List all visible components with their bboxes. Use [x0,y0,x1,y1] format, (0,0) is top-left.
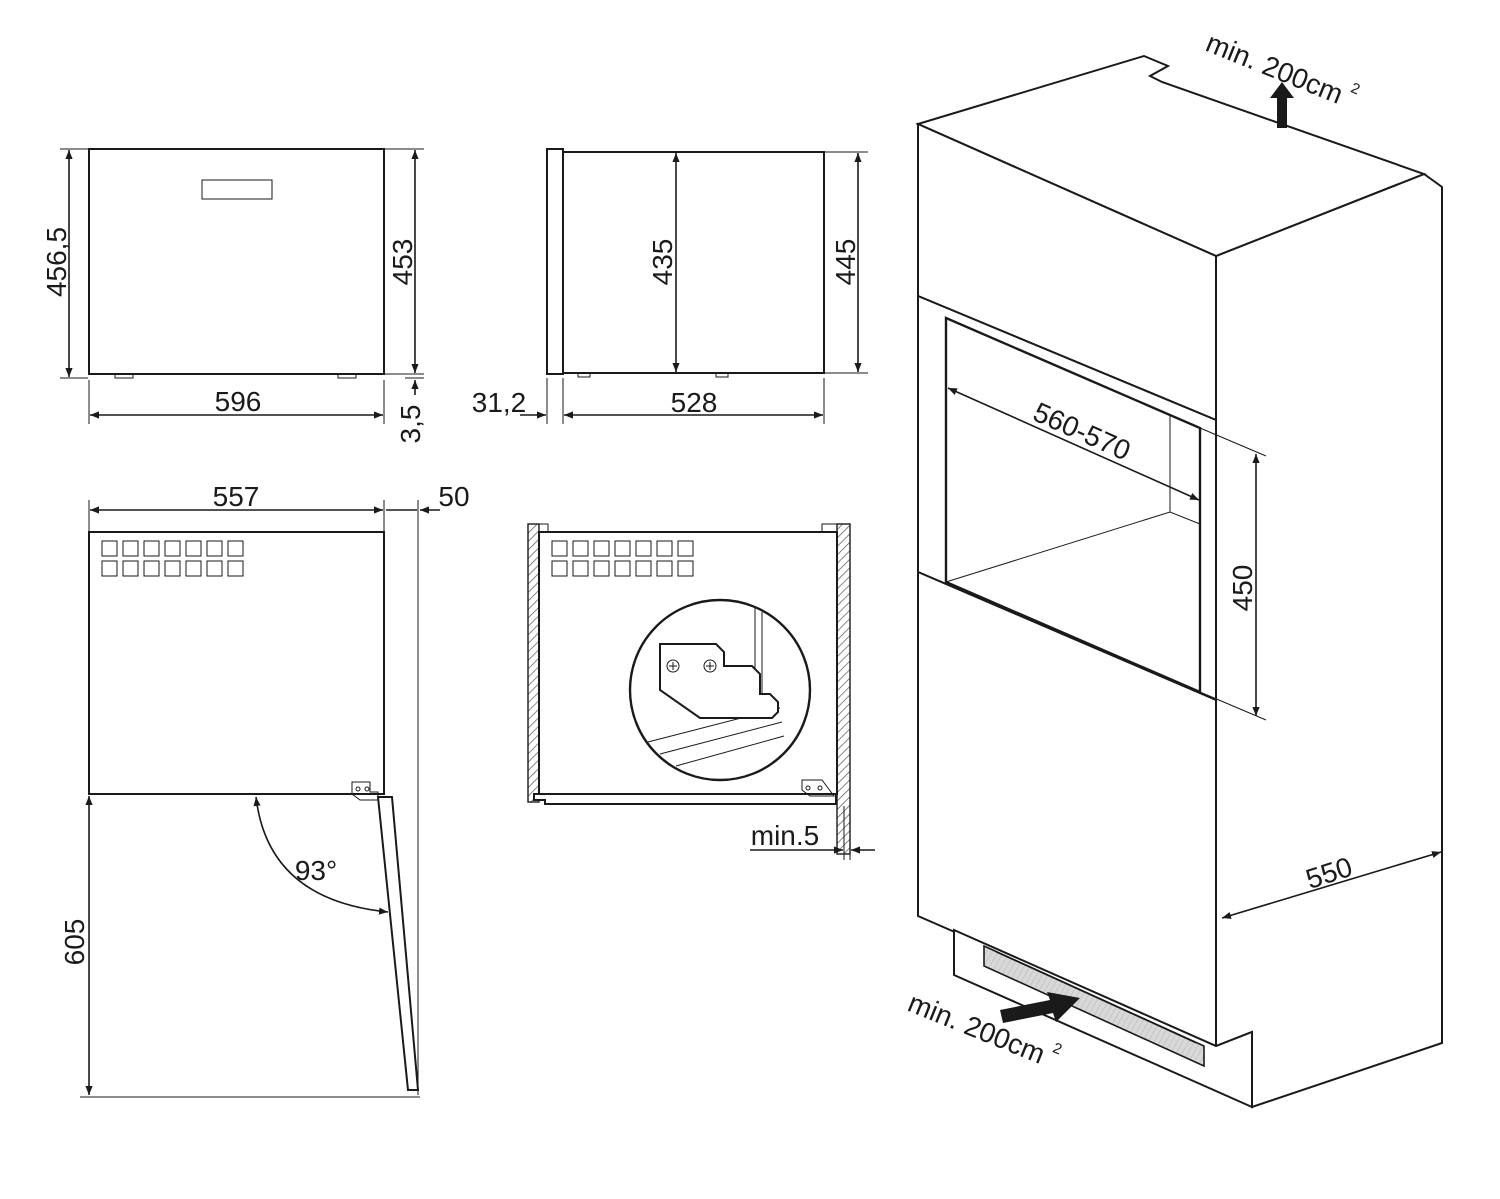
left-cabinet-wall [527,523,540,803]
side-body [562,151,825,374]
top-vent-superscript: 2 [1348,80,1362,99]
control-panel-display [201,179,273,200]
label-open-depth: 605 [59,919,90,966]
front-view: 456,5 453 596 3,5 [41,148,426,444]
label-niche-height: 450 [1227,565,1258,612]
front-foot-right [337,373,357,379]
dim-line-niche-depth [1221,851,1442,919]
label-overall-height: 445 [830,239,861,286]
bottom-vent-superscript: 2 [1050,1040,1064,1059]
front-foot-left [114,373,134,379]
top-view-open-door: 557 50 93° 605 [59,481,470,1098]
cabinet-top-slab [915,54,1427,258]
top-vent-arrow [1270,82,1294,128]
cabinet-side-panel [1215,172,1443,1109]
bottom-vent-grille [983,944,1205,1068]
hinge-bracket-magnified [659,643,779,719]
label-feet-height: 3,5 [395,405,426,444]
niche-isometric: min. 200cm2 560-570 450 550 min. 200cm2 [904,27,1443,1109]
vent-grid [101,540,244,577]
label-front-panel-depth: 31,2 [472,387,527,418]
side-front-panel [546,148,564,375]
detail-vent-grid [551,540,694,577]
top-body [88,531,385,795]
right-cabinet-wall [836,523,851,855]
label-opening-angle: 93° [295,855,337,886]
angle-arc [253,796,389,915]
label-inner-height: 435 [647,239,678,286]
label-total-height: 456,5 [41,227,72,297]
dim-line-niche-width [947,387,1200,501]
label-body-height: 453 [387,239,418,286]
label-door-thickness: 50 [438,481,469,512]
label-body-depth: 528 [671,387,718,418]
bottom-vent-arrow [1000,992,1080,1023]
front-body [88,148,385,375]
label-width: 596 [215,386,262,417]
installation-detail: min.5 [527,523,875,860]
label-inner-width: 557 [213,481,260,512]
open-door [376,796,420,1091]
label-min-gap: min.5 [751,820,819,851]
side-view: 31,2 528 435 445 [472,148,868,424]
